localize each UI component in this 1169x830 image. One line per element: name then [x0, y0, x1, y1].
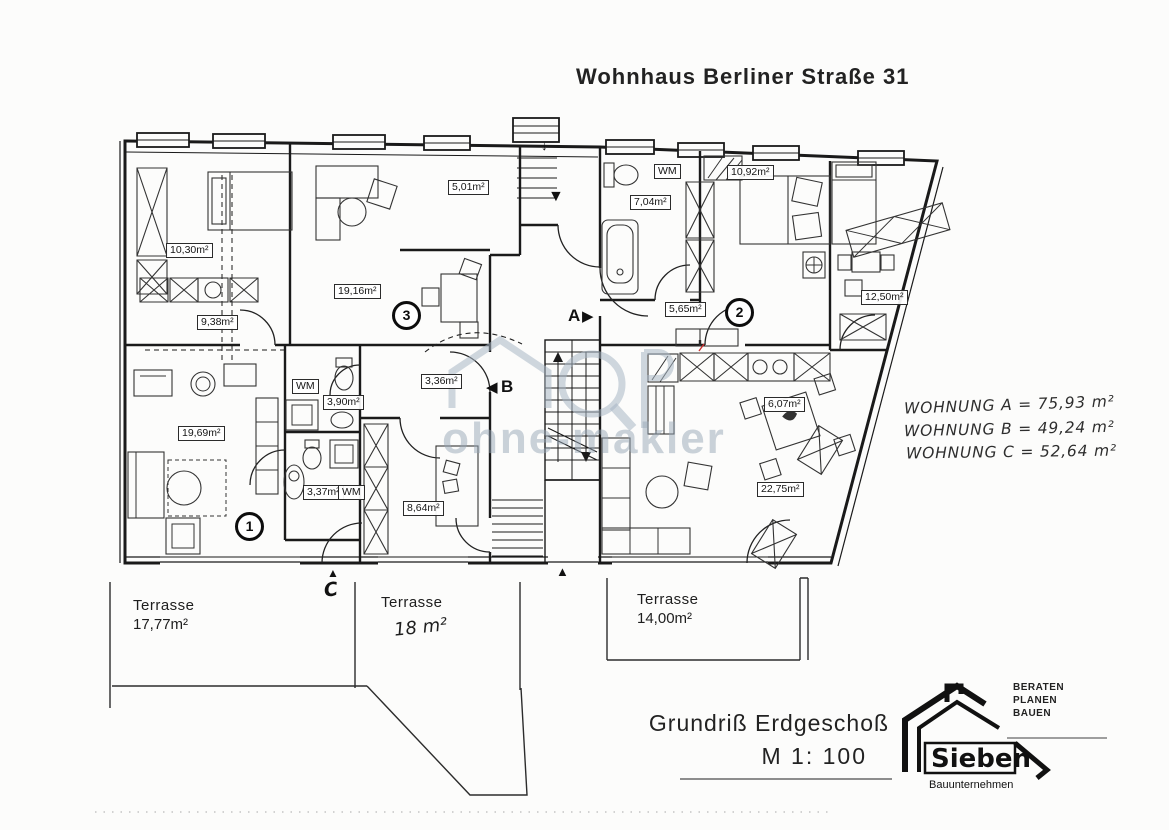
room-label-22-75: 22,75m²: [757, 482, 804, 498]
section-b-label: B: [501, 377, 514, 396]
unit-marker-3: 3: [392, 301, 421, 330]
caption-scale: M 1: 100: [761, 743, 867, 769]
terrace-right-area: 14,00m²: [637, 610, 693, 627]
washing-machine-label-apt1-lower: WM: [338, 485, 365, 501]
room-label-10-92: 10,92m²: [727, 165, 774, 181]
right-triangle-icon: ▶: [582, 308, 594, 325]
room-label-9-38: 9,38m²: [197, 315, 238, 331]
logo-company-name: Sieben: [931, 744, 1031, 774]
room-label-3-36: 3,36m²: [421, 374, 462, 390]
room-label-5-65: 5,65m²: [665, 302, 706, 318]
terrace-doors: [160, 556, 768, 567]
logo-tagline-1: BERATEN: [1013, 682, 1064, 693]
facade-windows: [136, 117, 905, 166]
company-logo: Sieben Bauunternehmen BERATEN PLANEN BAU…: [902, 682, 1107, 791]
furniture-apartment-2: [601, 155, 856, 570]
furniture-apartment-3: [136, 165, 483, 339]
washing-machine-label-apt1-upper: WM: [292, 379, 319, 395]
unit-marker-2: 2: [725, 298, 754, 327]
terrace-middle-name: Terrasse: [381, 594, 443, 611]
stairs: [492, 157, 601, 563]
room-label-10-30: 10,30m²: [166, 243, 213, 259]
logo-tagline-3: BAUEN: [1013, 708, 1051, 719]
terrace-c-triangle-icon: ▲: [327, 566, 339, 580]
caption-underline: [680, 778, 892, 780]
terrace-outlines: [95, 577, 830, 813]
furniture-apartment-1: [127, 357, 479, 555]
logo-tagline-2: PLANEN: [1013, 695, 1057, 706]
terrace-left-name: Terrasse: [133, 597, 195, 614]
annotation-wohnung-c: WOHNUNG C = 52,64 m²: [905, 441, 1118, 463]
down-triangle-icon: ▼: [548, 188, 564, 205]
furniture-study: [831, 161, 951, 341]
drawing-caption: Grundriß Erdgeschoß M 1: 100: [645, 710, 893, 770]
dashed-lines: [145, 175, 285, 360]
room-label-12-50: 12,50m²: [861, 290, 908, 306]
up-triangle-icon: ▲: [556, 564, 569, 579]
room-label-6-07: 6,07m²: [764, 397, 805, 413]
terrace-right-name: Terrasse: [637, 591, 699, 608]
section-c-label: C: [322, 578, 340, 602]
washing-machine-label-apt2: WM: [654, 164, 681, 180]
room-label-19-16: 19,16m²: [334, 284, 381, 300]
door-arcs: [239, 224, 876, 564]
room-label-3-90: 3,90m²: [323, 395, 364, 411]
page-title: Wohnhaus Berliner Straße 31: [576, 64, 910, 89]
section-a-label: A: [568, 306, 581, 325]
room-label-5-01: 5,01m²: [448, 180, 489, 196]
watermark-text: ohne-makler: [442, 414, 726, 463]
logo-house-roof: [902, 682, 987, 772]
room-label-8-64: 8,64m²: [403, 501, 444, 517]
entry-arrow-icon: ↓: [541, 138, 548, 153]
unit-marker-1: 1: [235, 512, 264, 541]
caption-title: Grundriß Erdgeschoß: [648, 710, 890, 736]
room-label-3-37: 3,37m²: [303, 485, 344, 501]
logo-subtitle: Bauunternehmen: [929, 779, 1013, 791]
terrace-left-area: 17,77m²: [133, 616, 189, 633]
left-triangle-icon: ◀: [486, 379, 498, 396]
room-label-7-04: 7,04m²: [630, 195, 671, 211]
room-label-19-69: 19,69m²: [178, 426, 225, 442]
